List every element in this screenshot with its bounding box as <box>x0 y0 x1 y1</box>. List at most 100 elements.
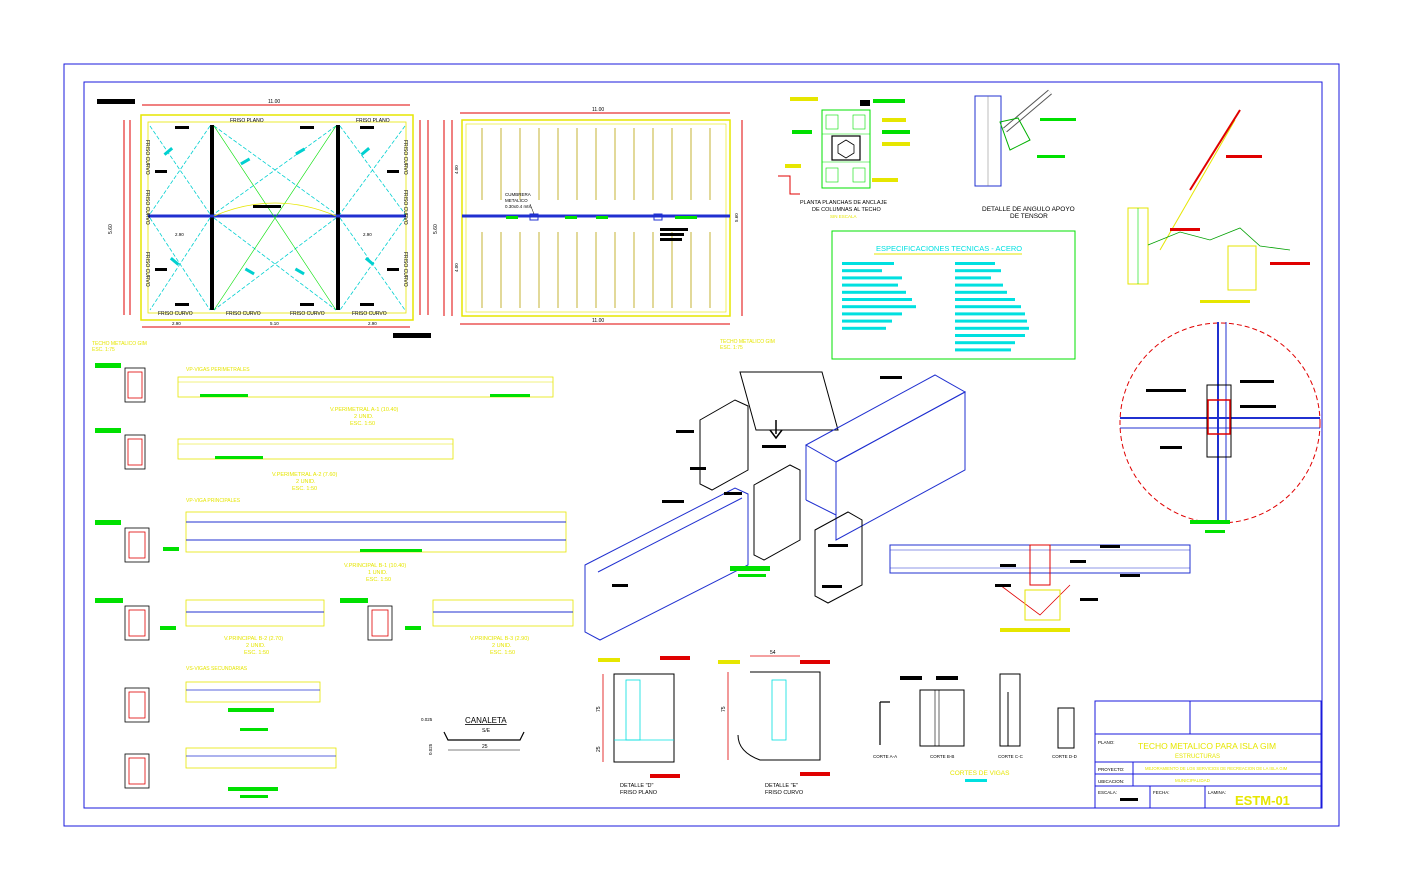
friso-right-2: FRISO CURVO <box>402 190 408 225</box>
detail-d-line1: DETALLE "D" <box>620 783 653 789</box>
spec-line <box>842 276 902 280</box>
vp-b2-line3: ESC. 1:50 <box>244 650 269 656</box>
vp-b3-line2: 2 UNID. <box>492 643 512 649</box>
vp-b3-line1: V.PRINCIPAL B-3 (2.90) <box>470 636 529 642</box>
tensor-detail: DETALLE DE ANGULO APOYO DE TENSOR <box>974 89 1076 220</box>
friso-right-3: FRISO CURVO <box>402 252 408 287</box>
friso-top-left: FRISO PLANO <box>230 118 264 124</box>
plan2-note-3: 0.30x0.4 mts. <box>505 204 532 209</box>
spec-line <box>955 298 1015 301</box>
corte-d: CORTE D-D <box>1052 754 1078 759</box>
spec-line <box>955 290 1007 294</box>
vp-a2-line3: ESC. 1:50 <box>292 486 317 492</box>
friso-bottom-4: FRISO CURVO <box>352 311 387 317</box>
spec-line <box>842 298 912 301</box>
plan2-dim-right: 5.60 <box>734 213 739 222</box>
spec-line <box>955 312 1025 316</box>
plate-title-2: DE COLUMNAS AL TECHO <box>812 207 881 213</box>
canaleta-width: 25 <box>482 744 488 750</box>
spec-line <box>955 269 1001 273</box>
spec-line <box>842 319 892 323</box>
spec-line <box>955 348 1011 352</box>
spec-line <box>842 269 882 273</box>
vp-a1-line3: ESC. 1:50 <box>350 421 375 427</box>
detail-e-dim-75: 75 <box>721 706 727 712</box>
spec-line <box>955 341 1015 345</box>
canaleta-title: CANALETA <box>465 716 507 725</box>
plan1-dim-bottom-3: 2.90 <box>368 321 377 326</box>
vp-a2-line2: 2 UNID. <box>296 479 316 485</box>
canaleta-detail: CANALETA S/E 25 0.025 0.025 <box>421 716 525 755</box>
vp-a1-line2: 2 UNID. <box>354 414 374 420</box>
roof-plan-2: 11.00 CUMBRERA METALICO 0.30x0.4 mts. 4.… <box>443 107 775 351</box>
plan2-dim-top: 11.00 <box>592 107 604 113</box>
friso-top-right: FRISO PLANO <box>356 118 390 124</box>
sheet-id: ESTM-01 <box>1235 793 1290 808</box>
perimetrales-header: VP-VIGAS PERIMETRALES <box>186 367 250 373</box>
spec-line <box>955 305 1021 309</box>
beam-sections: CORTE A-A CORTE B-B CORTE C-C CORTE D-D … <box>873 673 1078 782</box>
plan1-title: TECHO METALICO GIM <box>92 341 147 347</box>
spec-line <box>842 305 916 309</box>
node-detail-circle <box>1119 322 1321 533</box>
detail-d-dim-25: 25 <box>596 746 602 752</box>
corte-a: CORTE A-A <box>873 754 897 759</box>
plan1-dim-bottom-2: 5.10 <box>270 321 279 326</box>
beam-schedule: VP-VIGAS PERIMETRALES V.PERIMETRAL A-1 (… <box>95 363 574 798</box>
detail-d-line2: FRISO PLANO <box>620 790 658 796</box>
proyecto-value: MEJORAMIENTO DE LOS SERVICIOS DE RECREAC… <box>1145 766 1288 771</box>
anchor-plate-detail: PLANTA PLANCHAS DE ANCLAJE DE COLUMNAS A… <box>778 97 910 219</box>
fecha-label: FECHA: <box>1153 790 1170 795</box>
roof-slope-detail <box>1127 109 1310 303</box>
proyecto-label: PROYECTO: <box>1098 767 1124 772</box>
plan2-title: TECHO METALICO GIM <box>720 339 775 345</box>
detail-e-dim-54: 54 <box>770 650 776 656</box>
plan1-span-1: 2.90 <box>175 232 184 237</box>
vp-b2-line1: V.PRINCIPAL B-2 (2.70) <box>224 636 283 642</box>
ubicacion-value: MUNICIPALIDAD <box>1175 778 1211 783</box>
spec-line <box>842 290 906 294</box>
friso-bottom-2: FRISO CURVO <box>226 311 261 317</box>
detail-e-line2: FRISO CURVO <box>765 790 804 796</box>
tensor-title-1: DETALLE DE ANGULO APOYO <box>982 206 1075 213</box>
plan1-dim-left: 5.60 <box>108 224 114 234</box>
plan2-dim-left-top: 4.00 <box>454 165 459 174</box>
friso-left-2: FRISO CURVO <box>144 190 150 225</box>
plan1-dim-right: 5.60 <box>433 224 439 234</box>
plano-subtitle: ESTRUCTURAS <box>1175 754 1220 760</box>
secundarias-header: VS-VIGAS SECUNDARIAS <box>186 666 248 672</box>
specs-box: ESPECIFICACIONES TECNICAS - ACERO <box>831 230 1076 360</box>
vp-b3-line3: ESC. 1:50 <box>490 650 515 656</box>
spec-line <box>955 283 1003 287</box>
inner-frame <box>83 81 1323 809</box>
detail-d-dim-75: 75 <box>596 706 602 712</box>
plan1-span-2: 2.90 <box>363 232 372 237</box>
plan1-dim-bottom-1: 2.90 <box>172 321 181 326</box>
plan2-note-2: METALICO <box>505 198 528 203</box>
plan1-dim-top: 11.00 <box>268 99 280 105</box>
canaleta-dim-h: 0.025 <box>428 743 433 755</box>
isometric-assembly <box>584 371 967 641</box>
title-block: PLANO: TECHO METALICO PARA ISLA GIM ESTR… <box>1094 700 1322 809</box>
plano-title: TECHO METALICO PARA ISLA GIM <box>1138 741 1276 751</box>
friso-left-3: FRISO CURVO <box>144 252 150 287</box>
corte-b: CORTE B-B <box>930 754 954 759</box>
spec-line <box>955 319 1027 323</box>
escala-label: ESCALA: <box>1098 790 1117 795</box>
plan1-scale: ESC. 1:75 <box>92 347 115 353</box>
ubicacion-label: UBICACION: <box>1098 779 1124 784</box>
friso-right-1: FRISO CURVO <box>402 140 408 175</box>
spec-line <box>842 283 898 287</box>
tensor-title-2: DE TENSOR <box>1010 213 1048 220</box>
vp-b2-line2: 2 UNID. <box>246 643 266 649</box>
vp-a2-line1: V.PERIMETRAL A-2 (7.60) <box>272 472 337 478</box>
canaleta-dim-left: 0.025 <box>421 717 433 722</box>
lamina-label: LAMINA: <box>1208 790 1226 795</box>
friso-bottom-3: FRISO CURVO <box>290 311 325 317</box>
beam-elevation-right <box>889 544 1191 632</box>
plan2-dim-left-bottom: 4.00 <box>454 263 459 272</box>
corte-c: CORTE C-C <box>998 754 1024 759</box>
vp-b1-line2: 1 UNID. <box>368 570 388 576</box>
plan2-scale: ESC. 1:75 <box>720 345 743 351</box>
